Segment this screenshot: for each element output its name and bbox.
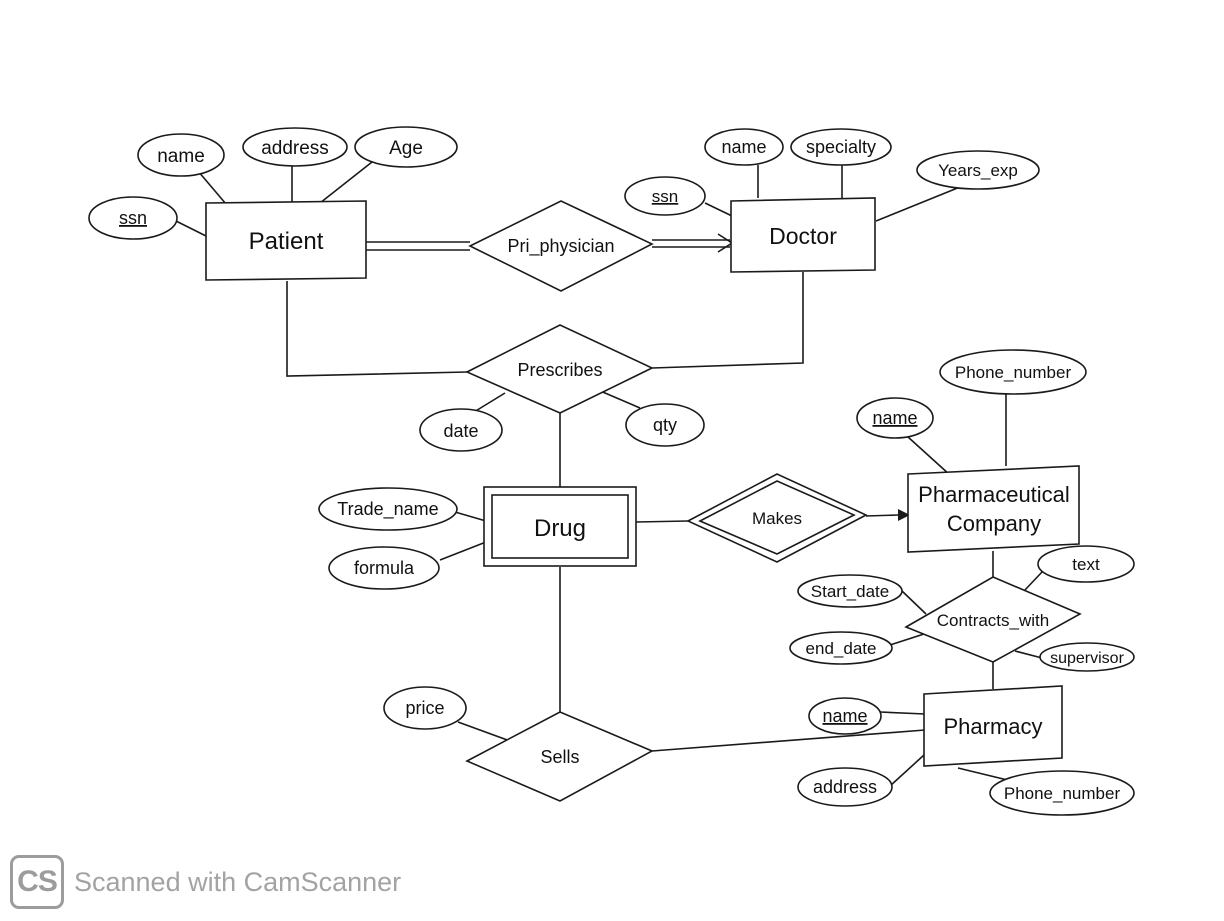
attribute-label-pharmacy-address: address: [813, 777, 877, 797]
arrowhead-doctor: [717, 233, 734, 253]
attribute-label-company-name: name: [872, 408, 917, 428]
relationship-label-makes: Makes: [752, 509, 802, 528]
entity-label-patient: Patient: [249, 228, 324, 255]
camscanner-logo-icon: CS: [10, 855, 64, 909]
attribute-label-prescribes-date: date: [443, 421, 478, 441]
attribute-label-patient-ssn: ssn: [119, 208, 147, 228]
relationship-label-pri-physician: Pri_physician: [507, 236, 614, 257]
entity-pharmaceutical-company: Pharmaceutical Company: [907, 465, 1080, 553]
attribute-doctor-ssn: ssn: [624, 176, 706, 216]
attribute-label-drug-trade-name: Trade_name: [337, 499, 438, 520]
connector-pharmacy-name: [879, 711, 926, 715]
attribute-label-contract-end-date: end_date: [806, 639, 877, 658]
connector-prescribes-date: [473, 392, 506, 413]
connector-contracts-supervisor: [1014, 650, 1043, 659]
attribute-label-doctor-ssn: ssn: [652, 187, 678, 206]
connector-sells-pharmacy: [651, 729, 926, 752]
connector-drug-formula: [439, 541, 487, 561]
entity-label-pharmacy: Pharmacy: [943, 714, 1042, 739]
attribute-drug-formula: formula: [328, 546, 440, 590]
attribute-sells-price: price: [383, 686, 467, 730]
entity-label-company-line2: Company: [947, 511, 1041, 536]
attribute-contract-supervisor: supervisor: [1039, 642, 1135, 672]
attribute-patient-address: address: [242, 127, 348, 167]
attribute-pharmacy-address: address: [797, 767, 893, 807]
camscanner-watermark-text: Scanned with CamScanner: [74, 866, 402, 897]
attribute-doctor-years-exp: Years_exp: [916, 150, 1040, 190]
entity-pharmacy: Pharmacy: [923, 685, 1063, 767]
attribute-label-pharmacy-phone: Phone_number: [1004, 784, 1121, 803]
relationship-label-sells: Sells: [540, 747, 579, 767]
connector-patient-age: [319, 161, 373, 204]
relationship-label-prescribes: Prescribes: [517, 360, 602, 380]
connector-company-name: [907, 436, 951, 476]
connector-pharmacy-address: [889, 754, 925, 787]
attribute-pharmacy-name: name: [808, 697, 882, 735]
attribute-prescribes-qty: qty: [625, 403, 705, 447]
connector-drug-trade-name: [454, 511, 487, 522]
connector-contracts-text: [1023, 571, 1043, 592]
relationship-makes-identifying: Makes: [686, 473, 868, 563]
relationship-contracts-with: Contracts_with: [904, 576, 1082, 663]
attribute-patient-age: Age: [354, 126, 458, 168]
attribute-label-prescribes-qty: qty: [653, 415, 677, 435]
attribute-prescribes-date: date: [419, 408, 503, 452]
attribute-pharmacy-phone: Phone_number: [989, 770, 1135, 816]
attribute-contract-end-date: end_date: [789, 631, 893, 665]
connector-doctor-ssn: [704, 202, 733, 217]
attribute-doctor-specialty: specialty: [790, 128, 892, 166]
attribute-label-contract-start-date: Start_date: [811, 582, 889, 601]
connector-doctor-years-exp: [875, 186, 961, 222]
attribute-company-name: name: [856, 397, 934, 439]
attribute-label-patient-name: name: [157, 146, 205, 167]
connector-prescribes-qty: [597, 389, 641, 409]
attribute-label-doctor-years-exp: Years_exp: [938, 161, 1018, 180]
connector-patient-name: [197, 170, 227, 205]
attribute-label-patient-address: address: [261, 138, 329, 159]
attribute-label-sells-price: price: [405, 698, 444, 718]
attribute-contract-start-date: Start_date: [797, 574, 903, 608]
attribute-label-contract-text: text: [1072, 555, 1100, 574]
attribute-drug-trade-name: Trade_name: [318, 487, 458, 531]
attribute-label-contract-supervisor: supervisor: [1050, 650, 1124, 667]
attribute-label-company-phone: Phone_number: [955, 363, 1072, 382]
attribute-label-drug-formula: formula: [354, 558, 415, 578]
connector-contracts-start-date: [901, 590, 927, 615]
entity-label-doctor: Doctor: [769, 223, 837, 249]
attribute-patient-ssn: ssn: [88, 196, 178, 240]
entity-doctor: Doctor: [730, 197, 876, 273]
entity-drug-weak: Drug: [483, 486, 637, 567]
attribute-doctor-name: name: [704, 128, 784, 166]
entity-patient: Patient: [205, 200, 367, 281]
arrowhead-company: [898, 509, 910, 521]
camscanner-watermark: CS Scanned with CamScanner: [10, 853, 401, 911]
connector-sells-price: [457, 721, 511, 742]
connector-doctor-prescribes: [651, 272, 804, 369]
relationship-label-contracts-with: Contracts_with: [937, 611, 1049, 630]
connector-contracts-end-date: [889, 633, 925, 646]
connector-drug-makes: [635, 520, 689, 523]
attribute-label-pharmacy-name: name: [822, 706, 867, 726]
attribute-label-patient-age: Age: [389, 138, 423, 159]
attribute-patient-name: name: [137, 133, 225, 177]
connector-patient-prescribes: [286, 281, 468, 377]
attribute-label-doctor-name: name: [721, 137, 766, 157]
connector-makes-company: [865, 514, 899, 517]
attribute-label-doctor-specialty: specialty: [806, 137, 876, 157]
attribute-company-phone: Phone_number: [939, 349, 1087, 395]
entity-label-drug: Drug: [534, 515, 586, 542]
attribute-contract-text: text: [1037, 545, 1135, 583]
relationship-sells: Sells: [465, 711, 654, 802]
entity-label-company-line1: Pharmaceutical: [918, 482, 1070, 507]
relationship-prescribes: Prescribes: [465, 324, 654, 414]
relationship-pri-physician: Pri_physician: [468, 200, 654, 292]
